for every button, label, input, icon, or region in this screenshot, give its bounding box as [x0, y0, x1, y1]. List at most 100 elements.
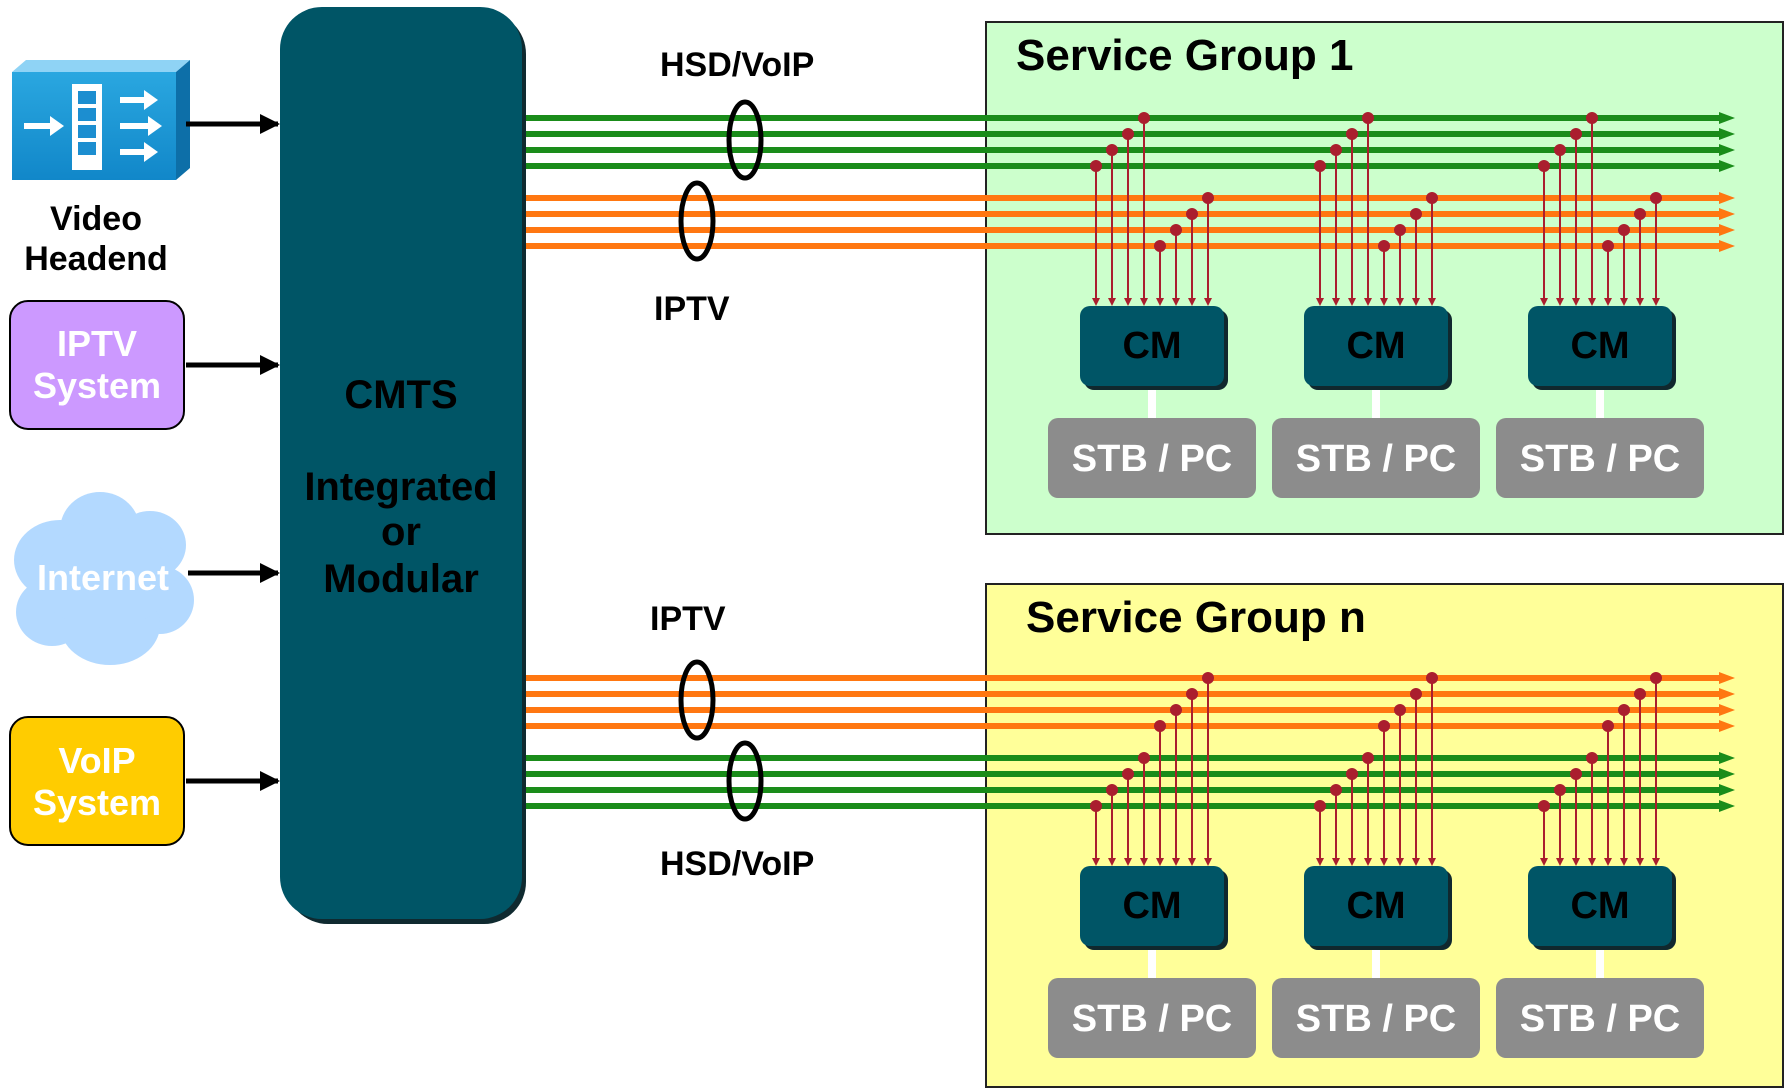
stb-pc-label: STB / PC [1296, 438, 1456, 480]
tap-drop-arrowhead [1108, 858, 1116, 866]
cable-modem-box [1304, 306, 1448, 386]
stb-pc-box [1496, 978, 1704, 1058]
tap-point [1394, 704, 1406, 716]
modem-drops [1090, 112, 1662, 866]
cable-modem-label: CM [1570, 325, 1629, 367]
voip-system-label-line2: System [33, 782, 161, 823]
hsd-voip-channel-arrowhead [1719, 128, 1735, 140]
top-hsd-voip-label: HSD/VoIP [660, 46, 814, 84]
tap-point [1090, 800, 1102, 812]
cmts-subtitle-line3: Modular [323, 557, 479, 601]
tap-point [1378, 720, 1390, 732]
tap-point [1538, 800, 1550, 812]
tap-drop-arrowhead [1348, 298, 1356, 306]
tap-drop-arrowhead [1556, 298, 1564, 306]
tap-point [1650, 672, 1662, 684]
hsd-voip-channel-arrowhead [1719, 768, 1735, 780]
stb-pc-box [1272, 418, 1480, 498]
tap-drop-arrowhead [1572, 298, 1580, 306]
tap-drop-arrowhead [1124, 298, 1132, 306]
tap-drop-arrowhead [1172, 298, 1180, 306]
tap-point [1634, 688, 1646, 700]
tap-point [1154, 720, 1166, 732]
cable-modem-box [1528, 866, 1672, 946]
cable-modem-label: CM [1346, 325, 1405, 367]
tap-drop-arrowhead [1396, 298, 1404, 306]
bottom-hsd-voip-label: HSD/VoIP [660, 845, 814, 883]
iptv-channel-arrowhead [1719, 192, 1735, 204]
tap-drop-arrowhead [1156, 298, 1164, 306]
tap-drop-arrowhead [1620, 858, 1628, 866]
stb-pc-box [1272, 978, 1480, 1058]
cable-modem-box [1080, 306, 1224, 386]
iptv-channel-arrowhead [1719, 704, 1735, 716]
tap-drop-arrowhead [1108, 298, 1116, 306]
tap-drop-arrowhead [1364, 858, 1372, 866]
video-headend-icon [12, 60, 190, 180]
tap-drop-arrowhead [1156, 858, 1164, 866]
internet-label: Internet [37, 557, 169, 598]
hsd-voip-channel-arrowhead [1719, 160, 1735, 172]
top-hsd-bundle-ring [726, 99, 764, 181]
voip-system-box [9, 716, 185, 846]
tap-point [1378, 240, 1390, 252]
tap-drop-arrowhead [1380, 298, 1388, 306]
iptv-channel-arrowhead [1719, 720, 1735, 732]
tap-drop-arrowhead [1316, 858, 1324, 866]
tap-drop-arrowhead [1140, 298, 1148, 306]
stb-pc-label: STB / PC [1296, 998, 1456, 1040]
tap-point [1570, 768, 1582, 780]
voip-system-label-line1: VoIP [58, 740, 135, 781]
tap-drop-arrowhead [1204, 298, 1212, 306]
tap-point [1170, 224, 1182, 236]
tap-point [1602, 240, 1614, 252]
tap-drop-arrowhead [1604, 858, 1612, 866]
tap-point [1186, 208, 1198, 220]
tap-drop-arrowhead [1588, 298, 1596, 306]
tap-drop-arrowhead [1636, 298, 1644, 306]
hsd-voip-channel-arrowhead [1719, 784, 1735, 796]
tap-drop-arrowhead [1428, 298, 1436, 306]
tap-point [1554, 784, 1566, 796]
tap-point [1170, 704, 1182, 716]
iptv-channel-arrowhead [1719, 688, 1735, 700]
tap-point [1394, 224, 1406, 236]
stb-pc-label: STB / PC [1072, 438, 1232, 480]
hsd-voip-channel-arrowhead [1719, 752, 1735, 764]
tap-drop-arrowhead [1412, 298, 1420, 306]
cable-modem-box [1304, 866, 1448, 946]
internet-cloud [14, 492, 194, 665]
tap-point [1602, 720, 1614, 732]
iptv-system-box [9, 300, 185, 430]
cable-modem-label: CM [1122, 885, 1181, 927]
tap-drop-arrowhead [1540, 858, 1548, 866]
tap-point [1650, 192, 1662, 204]
tap-drop-arrowhead [1540, 298, 1548, 306]
tap-point [1138, 752, 1150, 764]
tap-drop-arrowhead [1188, 858, 1196, 866]
tap-point [1426, 192, 1438, 204]
stb-pc-box [1048, 418, 1256, 498]
service-group-1-title: Service Group 1 [1016, 31, 1353, 80]
bottom-iptv-bundle-ring [678, 659, 716, 741]
iptv-channel-arrowhead [1719, 208, 1735, 220]
cable-modem-label: CM [1122, 325, 1181, 367]
stb-pc-box [1048, 978, 1256, 1058]
tap-drop-arrowhead [1396, 858, 1404, 866]
tap-drop-arrowhead [1620, 298, 1628, 306]
cmts-title: CMTS [344, 373, 457, 417]
tap-point [1362, 752, 1374, 764]
tap-point [1122, 768, 1134, 780]
tap-drop-arrowhead [1332, 858, 1340, 866]
tap-point [1586, 112, 1598, 124]
tap-drop-arrowhead [1124, 858, 1132, 866]
tap-drop-arrowhead [1572, 858, 1580, 866]
tap-drop-arrowhead [1588, 858, 1596, 866]
tap-point [1330, 784, 1342, 796]
tap-point [1634, 208, 1646, 220]
tap-drop-arrowhead [1092, 298, 1100, 306]
iptv-channel-arrowhead [1719, 672, 1735, 684]
tap-point [1154, 240, 1166, 252]
bottom-iptv-channels [524, 672, 1735, 732]
tap-point [1186, 688, 1198, 700]
